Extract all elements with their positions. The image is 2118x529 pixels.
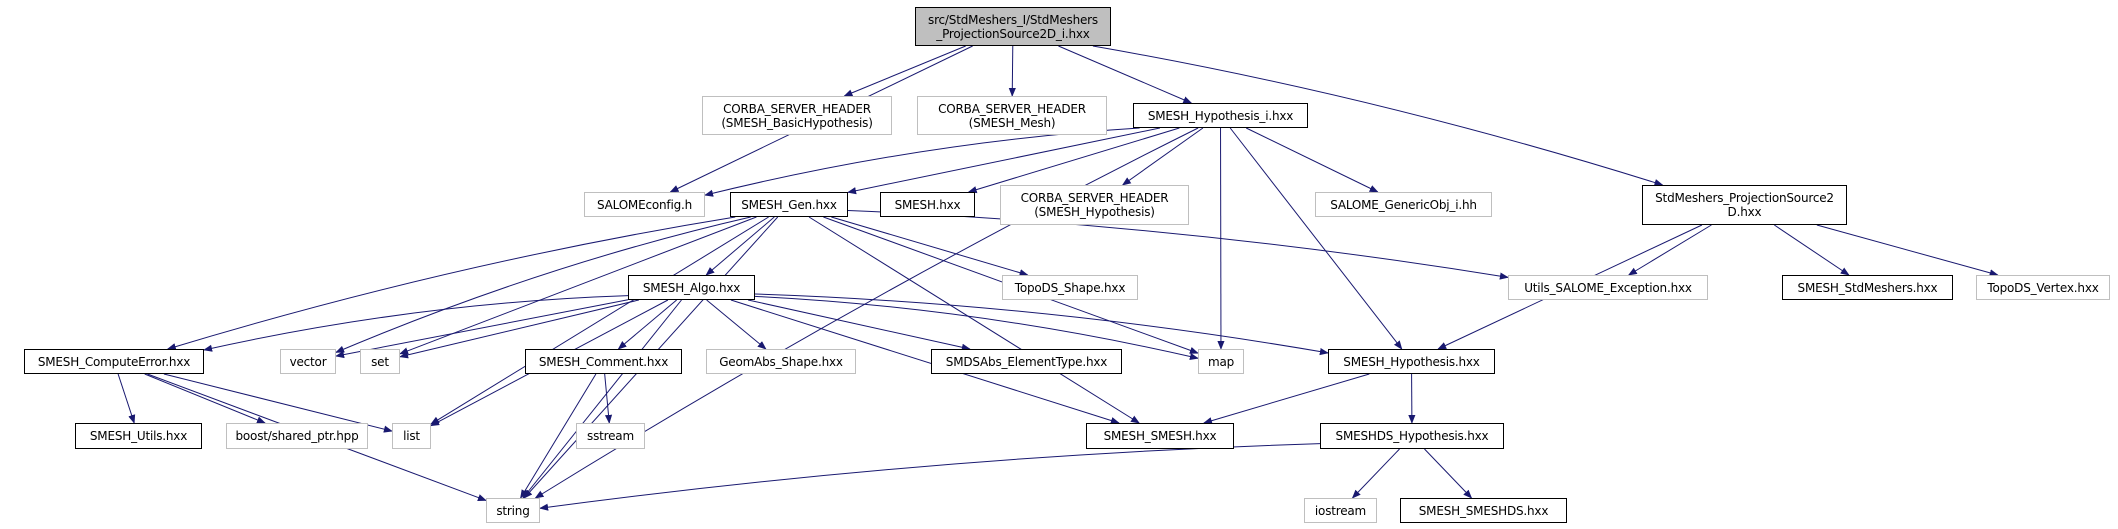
edge-gen-to-algo (705, 216, 775, 276)
node-list[interactable]: list (392, 423, 431, 449)
edge-gen-to-toposhape (831, 216, 1029, 277)
node-smdsabs-elementtype[interactable]: SMDSAbs_ElementType.hxx (931, 349, 1122, 374)
edge-hyp_i-to-smesh (967, 127, 1180, 194)
node-corba-mesh[interactable]: CORBA_SERVER_HEADER (SMESH_Mesh) (917, 96, 1107, 135)
edge-std2d-to-utilsexc (1627, 224, 1712, 276)
edge-gen-to-computeerror (166, 216, 736, 351)
node-smesh-smesh[interactable]: SMESH_SMESH.hxx (1086, 423, 1234, 449)
edge-computeerror-to-utils (117, 373, 136, 424)
node-smesh-utils[interactable]: SMESH_Utils.hxx (75, 423, 202, 449)
edge-hyp_i-to-corba_hyp (1121, 127, 1204, 186)
edge-comment-to-string (520, 373, 597, 499)
node-boost-shared-ptr[interactable]: boost/shared_ptr.hpp (226, 423, 368, 449)
node-salomeconfig[interactable]: SALOMEconfig.h (584, 192, 705, 217)
node-map[interactable]: map (1198, 349, 1244, 374)
edge-smeshdshyp-to-string (539, 443, 1321, 511)
edge-computeerror-to-boost (144, 373, 266, 424)
node-smesh-gen[interactable]: SMESH_Gen.hxx (730, 192, 848, 217)
node-smesh-stdmeshers[interactable]: SMESH_StdMeshers.hxx (1782, 275, 1953, 300)
edge-gen-to-vector (335, 216, 751, 353)
edge-algo-to-computeerror (203, 295, 629, 352)
edge-algo-to-vector (335, 299, 629, 359)
edge-hyp-to-smeshsmesh (1203, 373, 1370, 425)
node-smesh-computeerror[interactable]: SMESH_ComputeError.hxx (24, 349, 204, 374)
node-stdmeshers-projectionsource2d[interactable]: StdMeshers_ProjectionSource2 D.hxx (1642, 185, 1847, 225)
node-vector[interactable]: vector (280, 349, 336, 374)
edge-algo-to-map (754, 295, 1199, 360)
edge-smeshdshyp-to-smeshds (1424, 448, 1473, 499)
node-salome-genericobj[interactable]: SALOME_GenericObj_i.hh (1315, 192, 1492, 217)
edge-gen-to-set (399, 216, 757, 355)
node-smesh-comment[interactable]: SMESH_Comment.hxx (525, 349, 682, 374)
edge-gen-to-list (430, 216, 769, 425)
node-root-file[interactable]: src/StdMeshers_I/StdMeshers _ProjectionS… (915, 7, 1111, 46)
node-topods-vertex[interactable]: TopoDS_Vertex.hxx (1976, 275, 2110, 300)
edge-hyp_i-to-gen (847, 127, 1161, 195)
edge-comment-to-sstream (604, 373, 613, 424)
node-topods-shape[interactable]: TopoDS_Shape.hxx (1002, 275, 1138, 300)
edge-algo-to-hyp (754, 293, 1329, 356)
node-smesh-hypothesis-i[interactable]: SMESH_Hypothesis_i.hxx (1133, 103, 1308, 128)
edge-std2d-to-topovertex (1816, 224, 1999, 277)
node-smesh-hypothesis[interactable]: SMESH_Hypothesis.hxx (1328, 349, 1495, 374)
edge-root-to-corba_mesh (1008, 45, 1016, 97)
edge-algo-to-smeshsmesh (730, 299, 1120, 424)
node-smesh-algo[interactable]: SMESH_Algo.hxx (628, 275, 755, 300)
node-sstream[interactable]: sstream (576, 423, 645, 449)
edge-algo-to-set (399, 299, 639, 359)
edge-smeshdshyp-to-iostream (1351, 448, 1400, 499)
edge-hyp_i-to-genericobj (1245, 127, 1379, 193)
node-string[interactable]: string (486, 498, 540, 523)
edge-algo-to-comment (617, 299, 677, 350)
node-corba-hypothesis[interactable]: CORBA_SERVER_HEADER (SMESH_Hypothesis) (1000, 185, 1189, 225)
node-smeshds-hypothesis[interactable]: SMESHDS_Hypothesis.hxx (1320, 423, 1504, 449)
edge-root-to-corba_basic (843, 45, 966, 97)
edge-root-to-std2d (1092, 45, 1664, 187)
edge-root-to-hyp_i (1058, 45, 1193, 104)
node-iostream[interactable]: iostream (1304, 498, 1377, 523)
edge-algo-to-geomabs (706, 299, 767, 350)
node-corba-basic-hypothesis[interactable]: CORBA_SERVER_HEADER (SMESH_BasicHypothes… (702, 96, 892, 135)
node-smesh[interactable]: SMESH.hxx (880, 192, 975, 217)
node-set[interactable]: set (360, 349, 400, 374)
edge-gen-to-smeshsmesh (808, 216, 1140, 424)
edge-algo-to-smdsabs (747, 299, 971, 351)
edge-std2d-to-stdmeshers (1774, 224, 1850, 276)
node-geomabs-shape[interactable]: GeomAbs_Shape.hxx (706, 349, 856, 374)
node-utils-salome-exception[interactable]: Utils_SALOME_Exception.hxx (1508, 275, 1708, 300)
node-smesh-smeshds[interactable]: SMESH_SMESHDS.hxx (1400, 498, 1567, 523)
edge-algo-to-string (522, 299, 682, 499)
edge-hyp_i-to-hyp (1229, 127, 1403, 350)
